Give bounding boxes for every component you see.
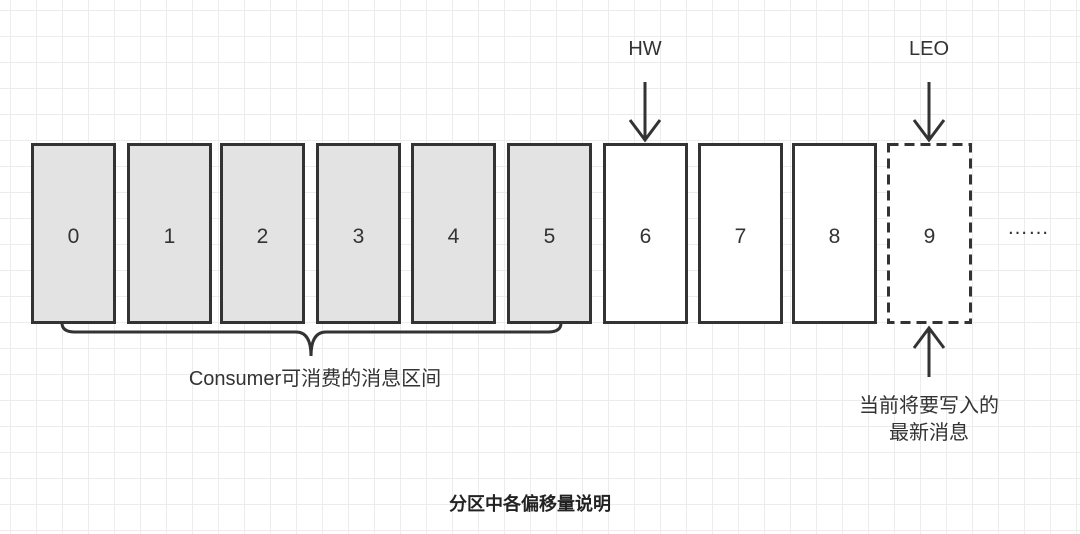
cell-box [31,143,116,324]
cell-label: 3 [353,225,365,248]
cell-box [411,143,496,324]
offset-cell-8: 8 [792,143,877,324]
next-write-label-line1: 当前将要写入的 [859,394,999,417]
cell-label: 0 [68,225,80,248]
cell-label: 5 [544,225,556,248]
offset-cell-6: 6 [603,143,688,324]
cell-label: 7 [735,225,747,248]
ellipsis: …… [1007,216,1049,239]
offset-cell-3: 3 [316,143,401,324]
cell-box [603,143,688,324]
cell-box [127,143,212,324]
cell-box [698,143,783,324]
offset-cell-9: 9 [887,143,972,324]
cell-box [220,143,305,324]
next-write-label-line2: 最新消息 [889,421,969,444]
partition-cells: 0 1 2 3 4 5 6 7 8 9 [31,143,972,324]
cell-box [507,143,592,324]
consumer-range-brace [60,322,563,357]
leo-label: LEO [909,38,949,60]
cell-label: 4 [448,225,460,248]
offset-cell-7: 7 [698,143,783,324]
cell-label: 8 [829,225,841,248]
cell-label: 9 [924,225,936,248]
caption: 分区中各偏移量说明 [449,493,611,514]
consumer-range-label: Consumer可消费的消息区间 [189,367,441,390]
hw-arrow-icon [628,82,662,143]
cell-box [887,143,972,324]
hw-label: HW [628,38,661,60]
offset-cell-2: 2 [220,143,305,324]
next-write-arrow-icon [912,325,946,377]
offset-cell-4: 4 [411,143,496,324]
cell-box [792,143,877,324]
offset-cell-0: 0 [31,143,116,324]
cell-label: 6 [640,225,652,248]
offset-cell-5: 5 [507,143,592,324]
cell-label: 1 [164,225,176,248]
offset-cell-1: 1 [127,143,212,324]
cell-box [316,143,401,324]
leo-arrow-icon [912,82,946,143]
cell-label: 2 [257,225,269,248]
